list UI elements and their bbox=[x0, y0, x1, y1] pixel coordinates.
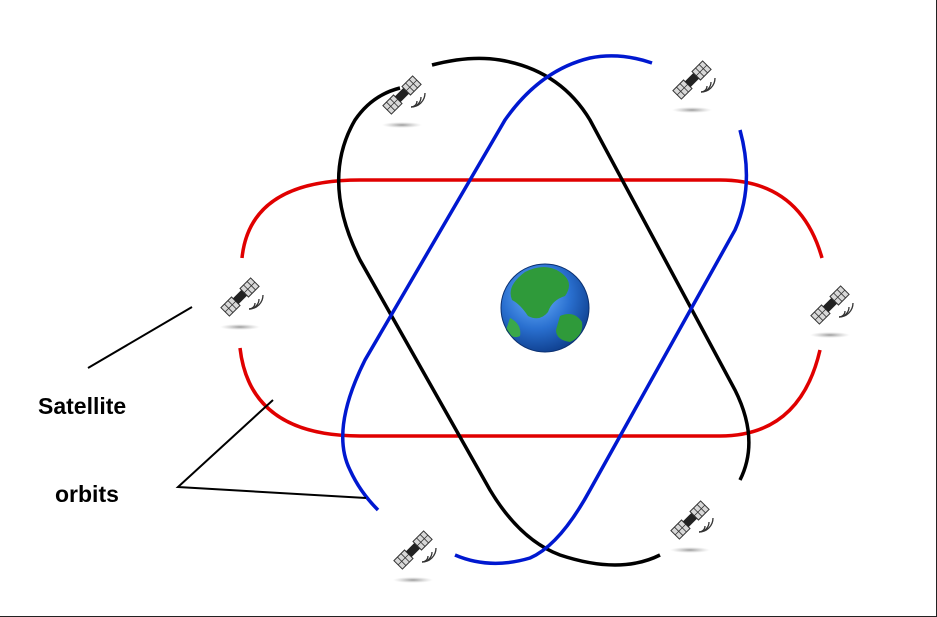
satellite-icon bbox=[393, 531, 436, 583]
satellite-icon bbox=[220, 278, 263, 330]
satellite-icon bbox=[672, 61, 715, 113]
satellite-icon bbox=[670, 501, 713, 553]
satellite-icon bbox=[382, 76, 425, 128]
satellite-label: Satellite bbox=[38, 393, 126, 419]
orbits-callout-lines bbox=[178, 400, 366, 498]
satellite-icon bbox=[810, 286, 853, 338]
earth-globe-icon bbox=[501, 264, 589, 352]
orbits-label: orbits bbox=[55, 481, 119, 507]
satellite-callout-line bbox=[88, 307, 192, 368]
